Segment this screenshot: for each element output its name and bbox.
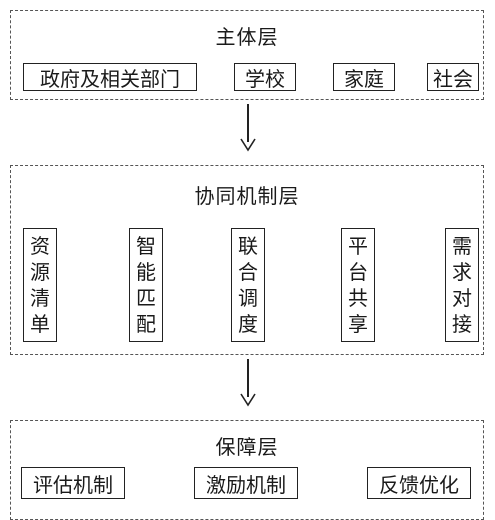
item-platform-sharing: 平台共享: [341, 228, 375, 342]
layer-support: 保障层 评估机制 激励机制 反馈优化: [10, 420, 484, 520]
item-incentive: 激励机制: [194, 467, 298, 499]
item-evaluation: 评估机制: [21, 467, 125, 499]
layer-title-subject: 主体层: [215, 25, 279, 49]
item-family: 家庭: [333, 63, 395, 91]
item-resource-list: 资源清单: [23, 228, 57, 342]
layer-subject: 主体层 政府及相关部门 学校 家庭 社会: [10, 10, 484, 100]
item-smart-matching: 智能匹配: [129, 228, 163, 342]
layer-title-support: 保障层: [215, 435, 279, 459]
arrow-head-icon: [240, 393, 256, 407]
arrow-head-icon: [240, 138, 256, 152]
layer-coordination: 协同机制层 资源清单 智能匹配 联合调度 平台共享 需求对接: [10, 165, 484, 355]
item-society: 社会: [427, 63, 479, 91]
item-school: 学校: [234, 63, 296, 91]
layer-title-coordination: 协同机制层: [194, 184, 300, 208]
item-demand-docking: 需求对接: [445, 228, 479, 342]
item-joint-dispatch: 联合调度: [231, 228, 265, 342]
item-feedback: 反馈优化: [367, 467, 471, 499]
item-government: 政府及相关部门: [23, 63, 197, 91]
